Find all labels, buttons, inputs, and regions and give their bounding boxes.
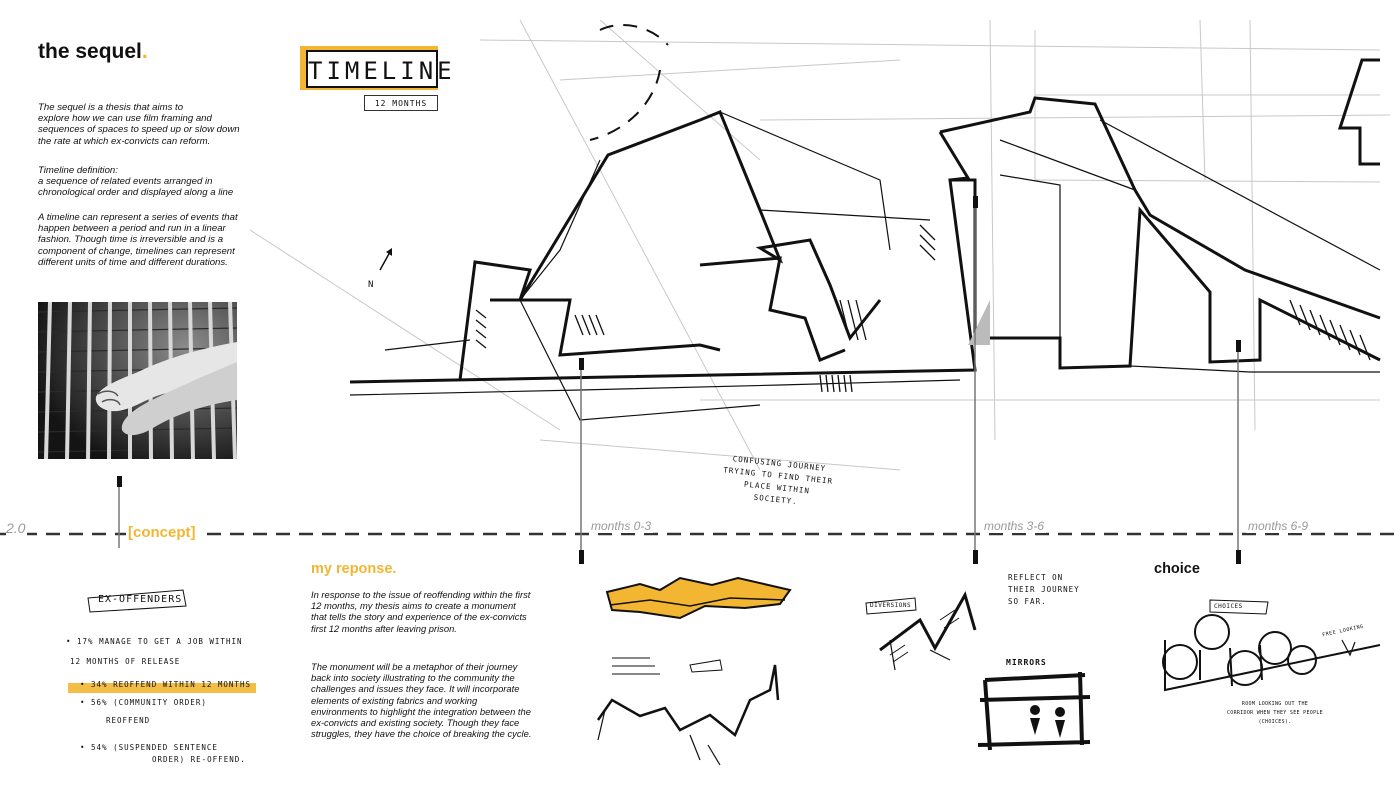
response-paragraph-2: The monument will be a metaphor of their…	[311, 661, 532, 740]
note-item-4b: order) re-offend.	[152, 755, 246, 764]
page-title: the sequel.	[38, 40, 148, 64]
reflect-note: reflect on their journey so far.	[1008, 573, 1080, 606]
timeline-heading: TIMELINE	[306, 50, 452, 88]
looking-out-note: room looking out the corridor when they …	[1227, 701, 1323, 725]
mirrors-label: MIRRORS	[1006, 658, 1047, 667]
north-arrow-icon	[379, 251, 391, 271]
response-paragraph-1: In response to the issue of reoffending …	[311, 589, 531, 634]
choice-heading: choice	[1154, 561, 1200, 577]
intro-paragraph-2: Timeline definition: a sequence of relat…	[38, 165, 234, 199]
note-item-3b: reoffend	[106, 716, 151, 725]
choices-label: CHOICES	[1214, 603, 1243, 610]
note-item-4: • 54% (suspended sentence	[80, 743, 218, 752]
concept-label: [concept]	[126, 524, 198, 541]
intro-paragraph-1: The sequel is a thesis that aims to expl…	[38, 102, 240, 147]
intro-paragraph-3: A timeline can represent a series of eve…	[38, 212, 238, 268]
diversions-label: DIVERSIONS	[870, 602, 912, 609]
section-number: 2.0	[6, 520, 28, 536]
note-item-2-text: 34% reoffend within 12 months	[91, 680, 251, 689]
north-label: N	[368, 280, 373, 290]
note-item-1b: 12 months of release	[70, 657, 181, 666]
timeline-label-months-0-3: months 0-3	[589, 519, 654, 533]
ex-offenders-heading: EX-OFFENDERS	[98, 594, 183, 605]
note-item-4-text: 54% (suspended sentence	[91, 743, 218, 752]
response-title: my reponse.	[311, 561, 397, 577]
note-item-3: • 56% (community order)	[80, 698, 207, 707]
note-item-3-text: 56% (community order)	[91, 698, 207, 707]
note-item-1-text: 17% manage to get a job within	[77, 637, 243, 646]
timeline-label-months-6-9: months 6-9	[1246, 519, 1311, 533]
title-text: the sequel	[38, 40, 142, 63]
twelve-months-label: 12 MONTHS	[364, 95, 438, 111]
timeline-label-months-3-6: months 3-6	[982, 519, 1047, 533]
note-item-1: • 17% manage to get a job within	[66, 637, 243, 646]
title-dot: .	[141, 40, 148, 63]
note-item-2: • 34% reoffend within 12 months	[80, 680, 251, 689]
prison-bars-photo	[38, 302, 237, 459]
